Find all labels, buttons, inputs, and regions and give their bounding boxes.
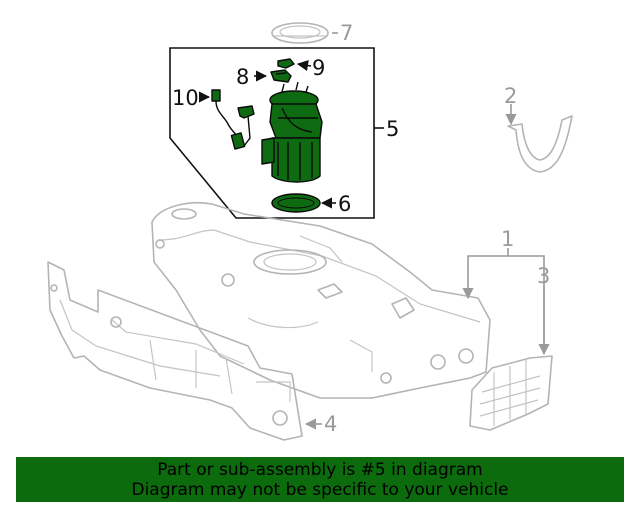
leader-9 [296,59,312,72]
callout-6: 6 [338,192,351,216]
callout-9: 9 [312,56,325,80]
callout-5: 5 [386,117,399,141]
leader-1 [462,255,545,350]
callout-10: 10 [172,86,199,110]
callout-2: 2 [504,84,517,108]
clip-part-9 [277,58,295,69]
seal-part-6 [271,193,321,213]
connector-part-8 [270,69,292,83]
banner-line-1: Part or sub-assembly is #5 in diagram [157,459,483,480]
banner-line-2: Diagram may not be specific to your vehi… [131,479,509,500]
sensor-harness-part-10 [211,89,255,150]
callout-3: 3 [537,264,550,288]
heat-shield-part-3 [469,355,553,431]
callout-1: 1 [501,227,514,251]
callout-4: 4 [324,412,337,436]
parts-diagram: 7 5 9 8 10 6 [47,21,573,441]
info-banner: Part or sub-assembly is #5 in diagram Di… [16,457,624,502]
tank-strap-part-2 [507,115,573,173]
heat-shield-part-4 [47,261,303,441]
fuel-tank-part-1 [151,202,491,399]
callout-8: 8 [236,65,249,89]
lock-ring-part-7 [271,22,329,44]
fuel-pump-module-part-5 [261,81,323,183]
assembly-5-inset [169,47,375,219]
callout-7: 7 [340,21,353,45]
